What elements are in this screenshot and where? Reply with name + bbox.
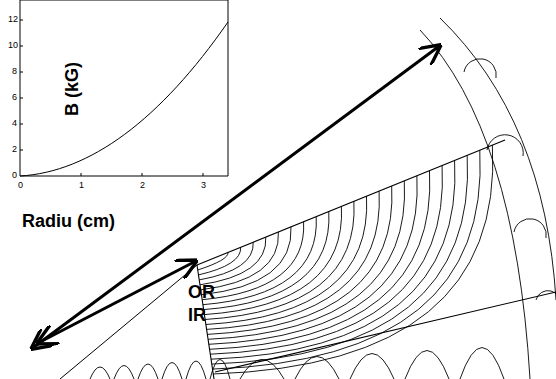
field-line bbox=[210, 171, 430, 350]
outer-radius-arrow bbox=[34, 47, 438, 347]
axis-title: B (kG) bbox=[63, 62, 81, 116]
field-line bbox=[208, 181, 404, 339]
field-line bbox=[240, 360, 284, 379]
field-line bbox=[199, 247, 241, 275]
field-line bbox=[464, 59, 496, 78]
field-line bbox=[205, 201, 354, 319]
field-line bbox=[200, 237, 266, 285]
field-line bbox=[405, 351, 449, 379]
axis-tick-label: 8 bbox=[12, 67, 17, 76]
field-line bbox=[536, 291, 556, 306]
field-line bbox=[207, 186, 392, 334]
axis-tick-label: 0 bbox=[18, 181, 23, 190]
axis-tick-label: 0 bbox=[12, 171, 17, 180]
field-line bbox=[198, 252, 228, 270]
inner-radius-arrow bbox=[40, 262, 194, 342]
field-line bbox=[138, 364, 158, 379]
field-line bbox=[487, 135, 523, 156]
axis-tick-label: 12 bbox=[8, 15, 18, 24]
radius-label: IR bbox=[188, 306, 206, 324]
field-line bbox=[114, 366, 134, 379]
field-line bbox=[199, 242, 253, 280]
field-line bbox=[213, 145, 493, 374]
field-line bbox=[203, 217, 316, 305]
field-line bbox=[210, 360, 230, 379]
outer-arc bbox=[420, 30, 530, 379]
axis-tick-label: 10 bbox=[8, 41, 18, 50]
axis-tick-label: 1 bbox=[79, 181, 84, 190]
field-line bbox=[514, 219, 546, 238]
field-line bbox=[350, 354, 394, 379]
field-line bbox=[210, 166, 442, 355]
radius-label: OR bbox=[188, 283, 215, 301]
field-line bbox=[204, 206, 341, 314]
field-line bbox=[197, 140, 505, 265]
axis-tick-label: 4 bbox=[12, 119, 17, 128]
axis-tick-label: 2 bbox=[12, 145, 17, 154]
axis-title: Radiu (cm) bbox=[22, 212, 115, 230]
axis-tick-label: 3 bbox=[201, 181, 206, 190]
axis-tick-label: 2 bbox=[140, 181, 145, 190]
field-line bbox=[162, 363, 182, 379]
field-line bbox=[206, 196, 367, 324]
field-line bbox=[201, 232, 279, 290]
field-line bbox=[186, 361, 206, 379]
axis-tick-label: 6 bbox=[12, 93, 17, 102]
field-line bbox=[209, 176, 417, 344]
field-line bbox=[460, 348, 504, 379]
inset-plot bbox=[20, 0, 228, 176]
field-line bbox=[295, 357, 339, 379]
field-line bbox=[204, 212, 329, 310]
field-line bbox=[90, 367, 110, 379]
outer-arc bbox=[440, 18, 556, 300]
